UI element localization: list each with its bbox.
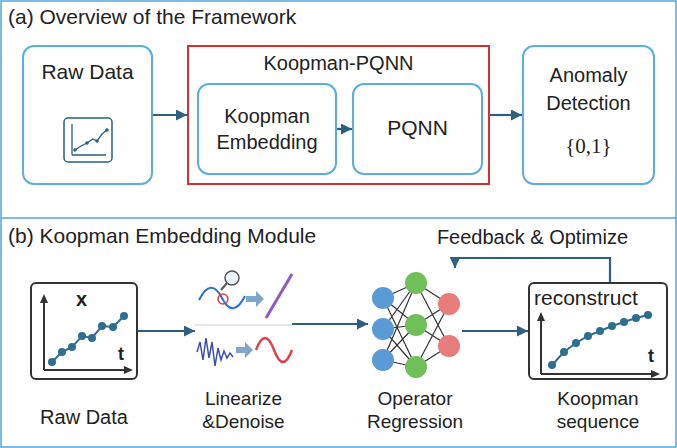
noisy-signal <box>197 338 233 366</box>
box-title: Anomaly Detection <box>524 61 653 117</box>
data-dot <box>68 343 76 351</box>
step-caption: Raw Data <box>12 405 156 429</box>
input-neuron <box>372 287 394 309</box>
magnifier-lens <box>225 271 239 285</box>
module-box: PQNN <box>352 83 483 175</box>
panel-heading: (a) Overview of the Framework <box>8 5 296 29</box>
denoise-arrow <box>236 342 253 358</box>
flow-arrow <box>490 114 522 116</box>
magnifier-handle <box>221 283 227 290</box>
flow-arrow <box>337 128 352 130</box>
illustration-panel: Linearize &Denoise <box>195 265 292 380</box>
data-dot <box>620 318 628 326</box>
data-dot <box>98 322 106 330</box>
output-set: {0,1} <box>524 133 653 159</box>
icon-dots <box>73 128 109 152</box>
transform-arrow <box>246 291 264 307</box>
axis-label: t <box>118 344 134 364</box>
input-neuron <box>372 349 394 371</box>
data-dot <box>120 312 128 320</box>
box-title: Koopman Embedding <box>199 103 335 155</box>
data-dot <box>632 314 640 322</box>
step-caption: Linearize &Denoise <box>188 387 299 433</box>
flow-arrow <box>292 323 368 325</box>
edge-label: Feedback & Optimize <box>403 225 663 249</box>
plot-title: reconstruct <box>534 286 664 310</box>
output-neuron <box>438 293 460 315</box>
data-dot <box>548 361 556 369</box>
neural-network-illustration <box>372 272 460 378</box>
axis-arrowheads <box>537 312 660 378</box>
hidden-neuron <box>405 272 427 294</box>
axis-label: t <box>648 346 664 366</box>
panel-divider <box>1 217 676 219</box>
network-panel: Operator Regression <box>368 268 462 382</box>
plot-axes <box>541 316 654 374</box>
data-series <box>552 315 648 365</box>
icon-axes <box>72 124 106 155</box>
koopman-sequence-plot <box>537 311 660 378</box>
data-dot <box>584 332 592 340</box>
step-caption: Operator Regression <box>358 387 472 433</box>
step-caption: Koopman sequence <box>548 387 648 433</box>
nonlinear-curve <box>199 288 245 309</box>
data-dots <box>548 311 652 369</box>
linearize-illustration <box>195 271 292 366</box>
image-divider <box>195 325 292 326</box>
data-dot <box>608 322 616 330</box>
data-dot <box>644 311 652 319</box>
flow-arrow <box>455 258 610 282</box>
hidden-neuron <box>405 356 427 378</box>
data-dot <box>48 358 56 366</box>
input-neuron <box>372 318 394 340</box>
linear-line <box>266 274 292 318</box>
icon-series <box>75 130 107 150</box>
box-title: PQNN <box>354 115 481 141</box>
data-dot <box>78 332 86 340</box>
icon-frame <box>64 118 112 162</box>
output-box: Anomaly Detection {0,1} <box>522 45 655 185</box>
output-neuron <box>438 335 460 357</box>
data-dot <box>596 327 604 335</box>
module-box: Koopman Embedding <box>197 83 337 175</box>
box-title: Raw Data <box>24 59 151 85</box>
flow-arrow <box>462 330 528 332</box>
data-dot <box>109 323 117 331</box>
highlight-circle <box>218 294 228 304</box>
data-dot <box>560 348 568 356</box>
data-series <box>52 316 124 362</box>
flow-arrow <box>153 114 187 116</box>
framework-group: Koopman-PQNN Koopman Embedding PQNN <box>187 45 490 185</box>
data-dot <box>572 339 580 347</box>
data-dot <box>58 348 66 356</box>
plot-panel: reconstructtKoopman sequence <box>528 282 668 380</box>
input-box: Raw Data <box>22 45 153 185</box>
hidden-neuron <box>405 314 427 336</box>
plot-panel: xtRaw Data <box>30 282 138 380</box>
group-title: Koopman-PQNN <box>189 51 488 75</box>
data-dots <box>48 312 128 366</box>
smooth-signal <box>256 338 292 362</box>
data-dot <box>88 334 96 342</box>
flow-arrow <box>138 330 195 332</box>
panel-heading: (b) Koopman Embedding Module <box>8 224 316 248</box>
raw-data-icon <box>64 118 112 162</box>
axis-label: x <box>76 288 96 310</box>
